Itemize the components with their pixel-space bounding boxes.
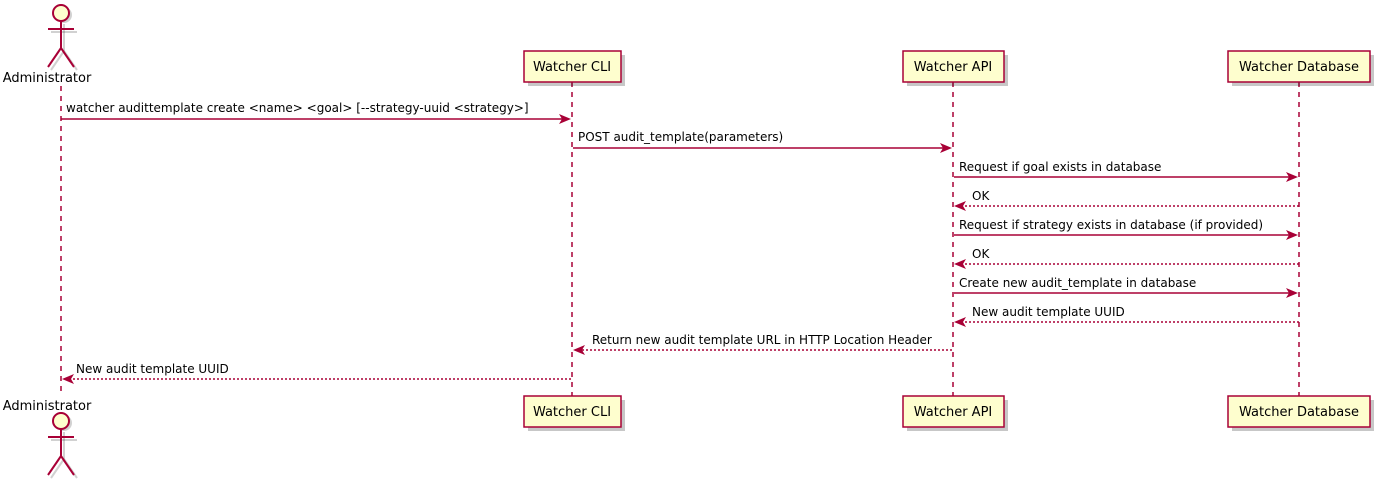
message-2[interactable]: POST audit_template(parameters): [573, 130, 952, 153]
message-arrowhead: [954, 259, 966, 269]
actor-leg-left: [47, 47, 62, 68]
participant-box[interactable]: [902, 50, 1005, 83]
participant-label-watcher-cli: Watcher CLI: [533, 405, 611, 420]
message-arrowhead: [954, 317, 966, 327]
participant-box[interactable]: [523, 50, 622, 83]
actor-head-icon: [52, 4, 70, 22]
message-label: POST audit_template(parameters): [578, 130, 783, 144]
message-arrowhead: [62, 374, 74, 384]
message-arrowhead: [1286, 172, 1298, 182]
message-5[interactable]: Request if strategy exists in database (…: [954, 218, 1298, 240]
actor-leg-left: [47, 455, 62, 476]
message-arrowhead: [940, 143, 952, 153]
participant-box[interactable]: [1227, 50, 1371, 83]
message-label: OK: [972, 247, 990, 261]
participant-box[interactable]: [902, 395, 1005, 428]
participant-watcher-cli-bottom[interactable]: Watcher CLI: [523, 395, 625, 431]
participant-label-watcher-api: Watcher API: [914, 405, 993, 420]
participant-label-watcher-cli: Watcher CLI: [533, 60, 611, 75]
participant-label-watcher-api: Watcher API: [914, 60, 993, 75]
message-label: watcher audittemplate create <name> <goa…: [66, 101, 529, 115]
message-4[interactable]: OK: [954, 189, 1299, 211]
participant-box[interactable]: [523, 395, 622, 428]
participant-label-watcher-database: Watcher Database: [1239, 405, 1359, 420]
message-label: New audit template UUID: [972, 305, 1125, 319]
message-10[interactable]: New audit template UUID: [62, 362, 571, 384]
message-arrowhead: [954, 201, 966, 211]
actor-administrator-bottom[interactable]: Administrator: [3, 399, 92, 479]
message-label: Return new audit template URL in HTTP Lo…: [592, 333, 932, 347]
message-8[interactable]: New audit template UUID: [954, 305, 1299, 327]
message-label: Create new audit_template in database: [959, 276, 1196, 290]
message-label: Request if strategy exists in database (…: [959, 218, 1263, 232]
actor-leg-right: [60, 455, 75, 476]
message-label: New audit template UUID: [76, 362, 229, 376]
message-7[interactable]: Create new audit_template in database: [954, 276, 1298, 298]
message-3[interactable]: Request if goal exists in database: [954, 160, 1298, 182]
actor-leg-right: [60, 47, 75, 68]
message-arrowhead: [559, 114, 571, 124]
participant-label-watcher-database: Watcher Database: [1239, 60, 1359, 75]
message-arrowhead: [1286, 230, 1298, 240]
message-1[interactable]: watcher audittemplate create <name> <goa…: [61, 101, 571, 124]
participant-watcher-api-top[interactable]: Watcher API: [902, 50, 1008, 86]
message-arrowhead: [1286, 288, 1298, 298]
message-label: Request if goal exists in database: [959, 160, 1161, 174]
lifelines-group: [60, 82, 1300, 396]
participant-watcher-database-top[interactable]: Watcher Database: [1227, 50, 1374, 86]
participant-box[interactable]: [1227, 395, 1371, 428]
message-label: OK: [972, 189, 990, 203]
participant-watcher-api-bottom[interactable]: Watcher API: [902, 395, 1008, 431]
message-6[interactable]: OK: [954, 247, 1299, 269]
actor-label-administrator-top: Administrator: [3, 71, 92, 86]
actor-label-administrator-bottom: Administrator: [3, 399, 92, 414]
participant-watcher-database-bottom[interactable]: Watcher Database: [1227, 395, 1374, 431]
actor-administrator-top[interactable]: Administrator: [3, 4, 92, 86]
actor-head-icon: [52, 412, 70, 430]
message-9[interactable]: Return new audit template URL in HTTP Lo…: [573, 333, 952, 355]
message-arrowhead: [573, 345, 585, 355]
participant-watcher-cli-top[interactable]: Watcher CLI: [523, 50, 625, 86]
